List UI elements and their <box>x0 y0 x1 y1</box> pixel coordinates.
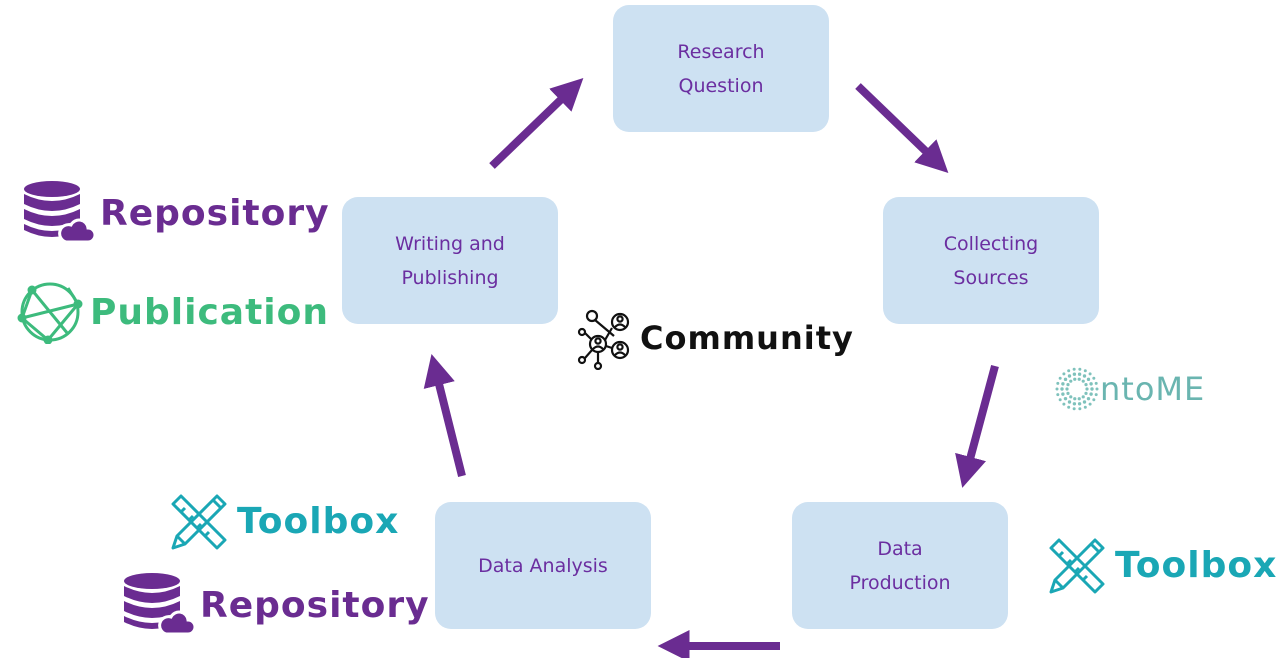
ontome-logo-dot <box>1090 387 1094 391</box>
ontome-logo-dot <box>1078 367 1082 371</box>
ontome-logo-dot <box>1092 376 1096 380</box>
ontome-logo-dot <box>1072 402 1077 406</box>
ontome-logo-dot <box>1065 387 1069 391</box>
ontome-logo-dot <box>1067 374 1072 378</box>
community-label-group: Community <box>574 306 854 371</box>
box-data-production: Data Production <box>792 502 1008 629</box>
arrow-collecting-to-production <box>955 364 999 488</box>
ontome-logo-dot <box>1061 382 1065 386</box>
ontome-logo-dot <box>1089 392 1093 396</box>
publication-label: Publication <box>90 291 330 333</box>
ontome-logo-group: ntoME <box>1054 366 1205 412</box>
ontome-logo-dot <box>1081 395 1085 399</box>
toolbox-left-group: Toolbox <box>167 490 399 552</box>
ontome-logo-dot <box>1072 407 1076 411</box>
ontome-logo-dot <box>1066 383 1070 387</box>
ontome-logo-dot <box>1085 387 1089 391</box>
ontome-logo-dot <box>1058 376 1062 380</box>
arrow-writing-to-research <box>489 78 584 169</box>
box-writing-publishing-label: Writing and Publishing <box>395 232 505 289</box>
ontome-logo-dot <box>1062 402 1066 406</box>
ontome-logo-dot <box>1061 392 1065 396</box>
ontome-logo-dot <box>1089 382 1093 386</box>
community-network-icon <box>574 306 638 371</box>
ontome-dots-logo <box>1054 366 1100 412</box>
box-data-production-label: Data Production <box>849 537 951 594</box>
box-research-question: Research Question <box>613 5 829 132</box>
ontome-logo-dot <box>1067 405 1071 409</box>
ontome-logo-dot <box>1081 379 1085 383</box>
ontome-logo-dot <box>1077 402 1082 406</box>
globe-network-icon <box>12 280 88 345</box>
ontome-logo-dot <box>1078 407 1082 411</box>
ontome-logo-dot <box>1082 400 1087 404</box>
ontome-logo-dot <box>1063 377 1068 382</box>
ontome-logo-dot <box>1069 379 1073 383</box>
box-collecting-sources: Collecting Sources <box>883 197 1099 324</box>
ontome-logo-dot <box>1092 398 1096 402</box>
ontome-logo-dot <box>1072 367 1076 371</box>
ontome-logo-dot <box>1094 393 1098 397</box>
ruler-pencil-icon <box>1045 534 1109 596</box>
ontome-logo-dot <box>1069 395 1073 399</box>
ontome-logo-dot <box>1055 387 1059 391</box>
ontome-logo-dot <box>1062 372 1066 376</box>
ontome-logo-dot <box>1083 405 1087 409</box>
ontome-logo-dot <box>1067 400 1072 404</box>
ontome-logo-dot <box>1088 402 1092 406</box>
ontome-logo-dot <box>1058 398 1062 402</box>
repository-bottom-group: Repository <box>122 572 430 638</box>
box-data-analysis: Data Analysis <box>435 502 651 629</box>
ontome-logo-dot <box>1084 383 1088 387</box>
ontome-logo-dot <box>1073 377 1077 381</box>
ontome-logo-dot <box>1086 396 1091 401</box>
ontome-logo-dot <box>1060 387 1064 391</box>
box-research-question-label: Research Question <box>677 40 765 97</box>
ontome-logo-dot <box>1077 377 1081 381</box>
ontome-logo-dot <box>1086 377 1091 382</box>
ontome-logo-dot <box>1077 372 1082 376</box>
ontome-logo-dot <box>1088 372 1092 376</box>
box-writing-publishing: Writing and Publishing <box>342 197 558 324</box>
ontome-logo-dot <box>1073 397 1077 401</box>
arrow-research-to-collecting <box>855 83 949 173</box>
database-cloud-icon <box>22 180 97 246</box>
ontome-logo-dot <box>1095 387 1099 391</box>
ruler-pencil-icon <box>167 490 231 552</box>
community-label: Community <box>640 319 854 357</box>
ontome-logo-dot <box>1063 396 1068 401</box>
repository-top-label: Repository <box>100 192 330 234</box>
ontome-logo-dot <box>1083 369 1087 373</box>
repository-bottom-label: Repository <box>200 584 430 626</box>
repository-top-group: Repository <box>22 180 330 246</box>
toolbox-right-group: Toolbox <box>1045 534 1277 596</box>
publication-group: Publication <box>12 280 330 345</box>
ontome-logo-dot <box>1077 397 1081 401</box>
ontome-logo-dot <box>1066 391 1070 395</box>
toolbox-right-label: Toolbox <box>1115 544 1278 586</box>
ontome-logo-dot <box>1056 381 1060 385</box>
ontome-logo-dot <box>1067 369 1071 373</box>
ontome-logo-dot <box>1072 372 1077 376</box>
ontome-label: ntoME <box>1100 370 1206 408</box>
ontome-logo-dot <box>1082 374 1087 378</box>
box-data-analysis-label: Data Analysis <box>478 554 608 577</box>
arrow-analysis-to-writing <box>423 354 466 477</box>
ontome-logo-dot <box>1094 381 1098 385</box>
box-collecting-sources-label: Collecting Sources <box>943 232 1039 289</box>
ontome-logo-dot <box>1056 393 1060 397</box>
ontome-logo-dot <box>1084 391 1088 395</box>
database-cloud-icon <box>122 572 197 638</box>
toolbox-left-label: Toolbox <box>237 500 400 542</box>
